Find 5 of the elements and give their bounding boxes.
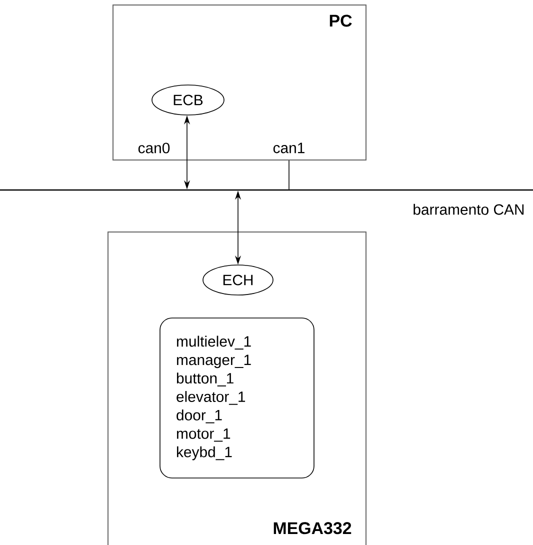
- bus-label: barramento CAN: [414, 204, 524, 215]
- task-list-box: multielev_1 manager_1 button_1 elevator_1 door_1 motor_1 keybd_1: [160, 318, 314, 478]
- port-label: can1: [273, 142, 304, 154]
- connector: [288, 160, 290, 190]
- port-label: can0: [138, 142, 170, 154]
